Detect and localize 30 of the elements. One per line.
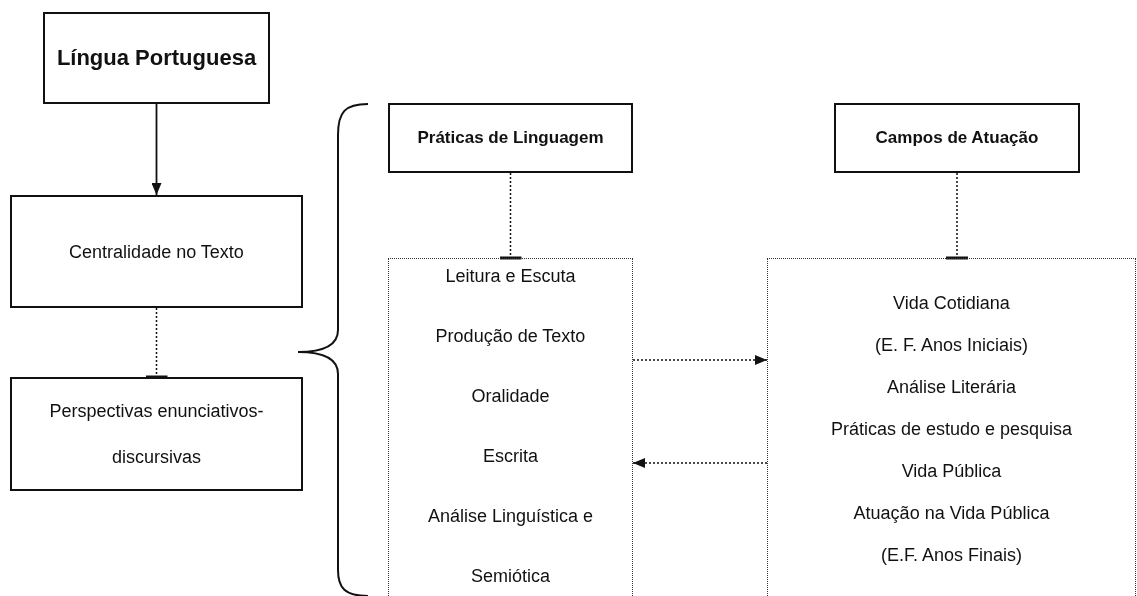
dotted-list-box: [767, 258, 1136, 596]
text-box: [388, 103, 633, 173]
text-box: [43, 12, 270, 104]
arrow: [632, 355, 768, 365]
list-item: Atuação na Vida Pública: [853, 502, 1050, 525]
heading: Língua Portuguesa: [56, 44, 257, 72]
box-label: Centralidade no Texto: [69, 240, 244, 264]
list-item: Escrita: [483, 445, 538, 468]
heading: Campos de Atuação: [875, 127, 1039, 149]
list-item: Análise Linguística e Semiótica: [426, 505, 595, 588]
arrow: [151, 103, 162, 196]
list-item: Produção de Texto: [435, 325, 586, 348]
list-item: (E. F. Anos Iniciais): [874, 334, 1029, 357]
list-item: Vida Pública: [901, 460, 1002, 483]
list-item: Leitura e Escuta: [445, 265, 576, 288]
heading: Práticas de Linguagem: [417, 127, 604, 149]
box-label: Perspectivas enunciativos-discursivas: [48, 400, 265, 469]
connector: [498, 172, 523, 260]
arrow: [632, 458, 768, 468]
connector: [944, 172, 970, 260]
text-box: [10, 195, 303, 308]
list-item: Práticas de estudo e pesquisa: [830, 418, 1073, 441]
list-item: Oralidade: [471, 385, 550, 408]
list-item: (E.F. Anos Finais): [880, 544, 1022, 567]
text-box: [834, 103, 1080, 173]
list-item: Vida Cotidiana: [893, 292, 1010, 315]
text-box: [10, 377, 303, 491]
dotted-list-box: [388, 258, 633, 596]
connector: [144, 307, 169, 379]
list-item: Análise Literária: [886, 376, 1017, 399]
